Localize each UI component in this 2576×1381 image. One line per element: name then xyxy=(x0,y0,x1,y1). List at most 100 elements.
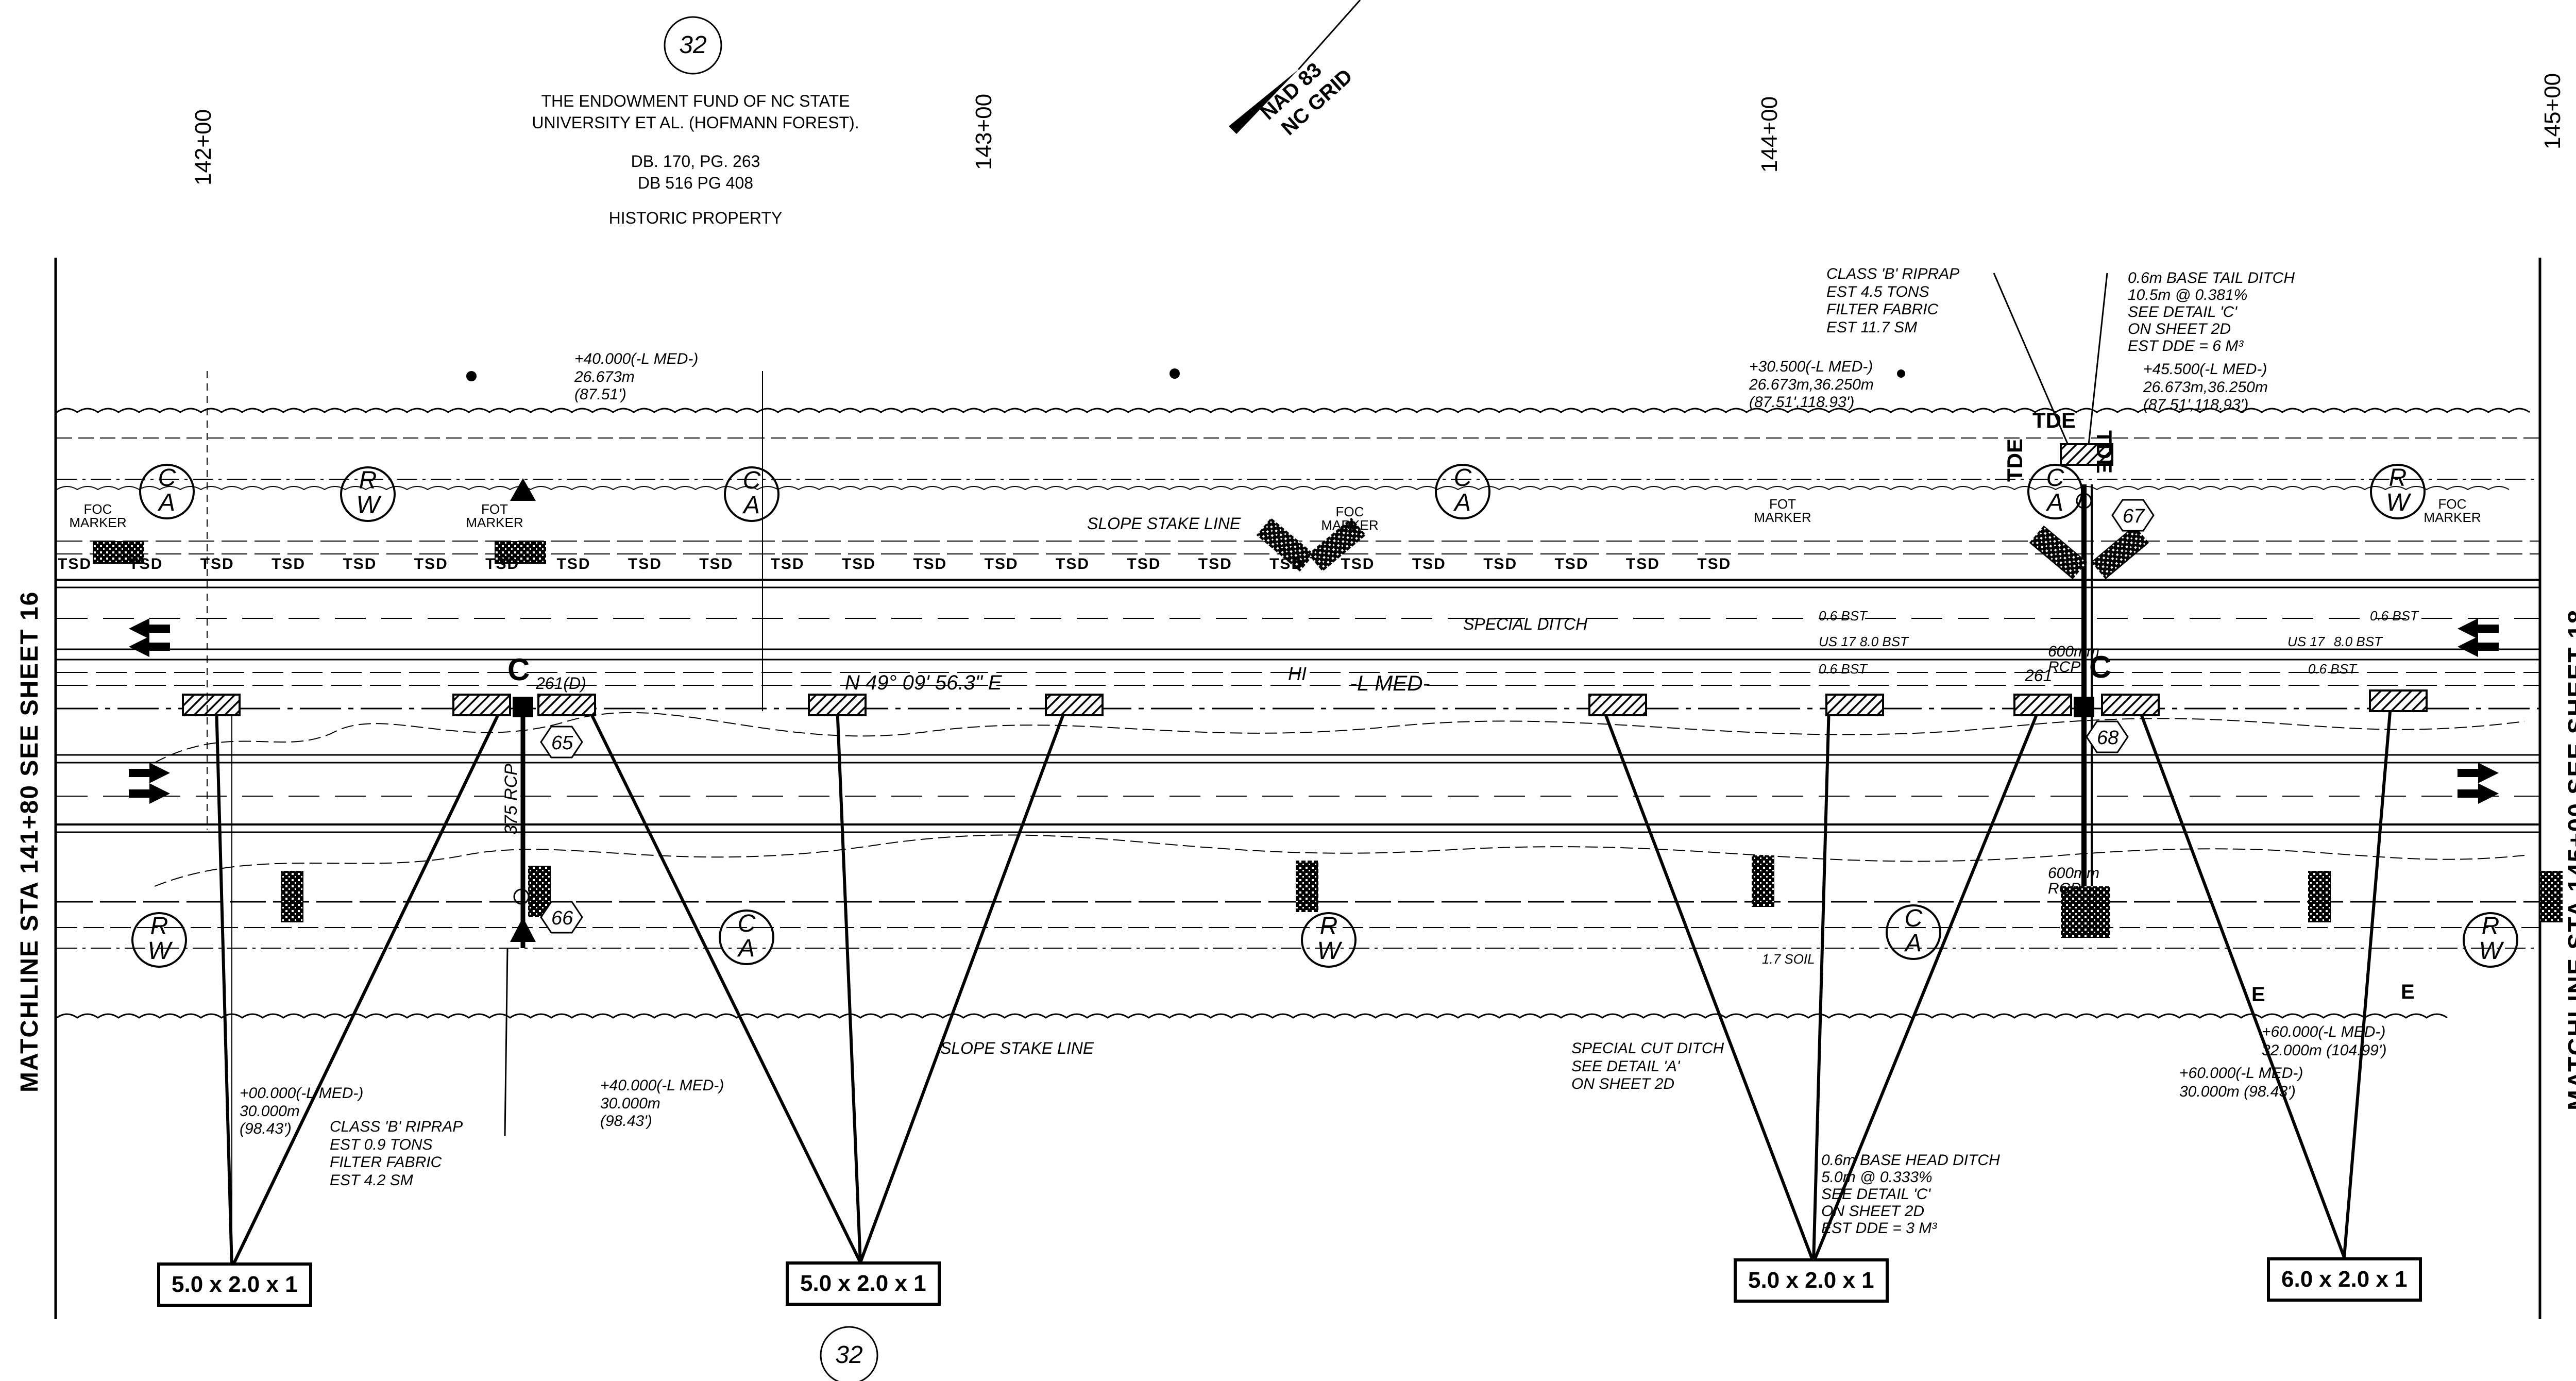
tsd-row: TSD TSD TSD TSD TSD TSD TSD TSD TSD TSD … xyxy=(58,555,1732,572)
drop-inlet-4 xyxy=(808,694,867,716)
pipe-261-label: 261 xyxy=(2025,666,2053,685)
deed-line-2: DB 516 PG 408 xyxy=(637,174,754,192)
north-arrow-icon xyxy=(1229,70,1298,134)
property-point-2 xyxy=(1170,368,1180,379)
rcp-375-label: 375 RCP xyxy=(501,764,521,835)
riprap-5 xyxy=(1296,861,1318,912)
soil-label: 1.7 SOIL xyxy=(1762,951,1815,967)
riprap-diag-4 xyxy=(2091,525,2149,580)
drop-inlet-2 xyxy=(452,694,511,716)
pipe-261d-label: 261(D) xyxy=(536,674,586,693)
slope-stake-line-bottom: SLOPE STAKE LINE xyxy=(940,1039,1094,1057)
special-ditch: SPECIAL DITCH xyxy=(1463,615,1588,633)
sheet-bubble-bottom-shape xyxy=(820,1326,878,1381)
sta-40000-bottom: +40.000(-L MED-)30.000m(98.43') xyxy=(600,1077,724,1130)
c-mark-left: C xyxy=(507,652,530,687)
tail-ditch-leader xyxy=(2086,273,2108,464)
property-point-1 xyxy=(466,371,477,381)
bearing-label: N 49° 09' 56.3" E xyxy=(845,671,1002,694)
riprap-7 xyxy=(2061,886,2110,938)
sheet-bubble-bottom: 32 xyxy=(835,1341,863,1369)
inlet-box-top xyxy=(2060,443,2113,466)
tree-line-bottom xyxy=(56,1013,2448,1019)
sheet-bubble-top-shape xyxy=(664,16,722,75)
slope-stake-line-top-curve xyxy=(154,712,2525,763)
matchline-left: MATCHLINE STA 141+80 SEE SHEET 16 xyxy=(16,591,43,1092)
foc-marker-mid: FOC MARKER xyxy=(1321,504,1379,533)
north-arrow-stem xyxy=(1297,0,1361,70)
station-144: 144+00 xyxy=(1757,96,1782,173)
riprap-diag-3 xyxy=(2029,525,2088,580)
bst-80-label-right: 8.0 BST xyxy=(2334,634,2382,649)
sheet-bubble-top: 32 xyxy=(679,31,707,59)
riprap-9 xyxy=(2540,871,2563,922)
drop-inlet-8 xyxy=(2013,694,2072,716)
sign-2-leader-a xyxy=(586,705,862,1264)
sign-3-leader-c xyxy=(1812,705,2042,1264)
property-point-3 xyxy=(1897,369,1905,378)
sign-box-3: 5.0 x 2.0 x 1 xyxy=(1734,1258,1889,1303)
riprap-1 xyxy=(93,541,144,564)
sta-45500: +45.500(-L MED-)26.673m,36.250m(87.51',1… xyxy=(2143,361,2268,413)
drop-inlet-3 xyxy=(537,694,596,716)
traffic-arrows-left xyxy=(129,618,170,804)
drop-inlet-6 xyxy=(1588,694,1647,716)
slope-stake-line-top: SLOPE STAKE LINE xyxy=(1087,514,1241,533)
drop-inlet-10 xyxy=(2369,689,2428,712)
sign-box-4: 6.0 x 2.0 x 1 xyxy=(2267,1257,2422,1302)
sign-1-leader-b xyxy=(230,705,504,1269)
structure-hex-65 xyxy=(540,726,583,759)
tree-line-2 xyxy=(56,486,2510,491)
sta-60000-a: +60.000(-L MED-)32.000m (104.99') xyxy=(2262,1023,2387,1059)
us17-label-right: US 17 xyxy=(2287,634,2325,649)
riprap-2 xyxy=(495,541,546,564)
manhole-66 xyxy=(513,888,530,905)
riprap-3 xyxy=(281,871,303,922)
foc-marker-left: FOC MARKER xyxy=(69,501,127,530)
owner-line-2: UNIVERSITY ET AL. (HOFMANN FOREST). xyxy=(532,113,859,132)
rcp-600-label-top: 600mm RCP xyxy=(2048,643,2100,676)
traffic-arrows-right xyxy=(2458,618,2499,804)
sta-60000-b: +60.000(-L MED-)30.000m (98.43') xyxy=(2179,1065,2303,1100)
l-med-label: -L MED- xyxy=(1350,671,1430,695)
junction-box-right xyxy=(2074,697,2094,717)
structure-68: 68 xyxy=(2097,727,2119,749)
riprap-diag-2 xyxy=(1308,517,1366,572)
historic-property: HISTORIC PROPERTY xyxy=(608,209,783,227)
structure-hex-66 xyxy=(540,901,583,934)
sign-2-leader-b xyxy=(836,705,862,1263)
riprap-top-leader xyxy=(1993,273,2077,464)
station-145: 145+00 xyxy=(2540,73,2565,149)
sign-2-leader-c xyxy=(859,705,1068,1264)
junction-box-left xyxy=(513,697,533,717)
bst-06-right: 0.6 BST xyxy=(2370,608,2418,624)
structure-65: 65 xyxy=(551,732,573,754)
e-mark-1: E xyxy=(2251,983,2265,1006)
structure-hex-67 xyxy=(2111,499,2155,532)
sta-00000: +00.000(-L MED-)30.000m(98.43') xyxy=(240,1085,364,1137)
sign-4-leader-b xyxy=(2343,705,2392,1258)
owner-line-1: THE ENDOWMENT FUND OF NC STATE xyxy=(541,92,850,110)
riprap-diag-1 xyxy=(1256,517,1315,572)
flow-triangle-bottom xyxy=(510,917,536,942)
sign-4-leader-a xyxy=(2137,705,2346,1258)
sign-box-2: 5.0 x 2.0 x 1 xyxy=(786,1261,941,1306)
drop-inlet-1 xyxy=(182,694,241,716)
fot-marker-right: FOT MARKER xyxy=(1754,496,1811,525)
sta-40000-top: +40.000(-L MED-)26.673m(87.51') xyxy=(574,350,699,403)
tree-line-top xyxy=(56,408,2530,413)
fot-marker-left: FOT MARKER xyxy=(466,501,523,530)
hi-label: HI xyxy=(1288,663,1307,684)
